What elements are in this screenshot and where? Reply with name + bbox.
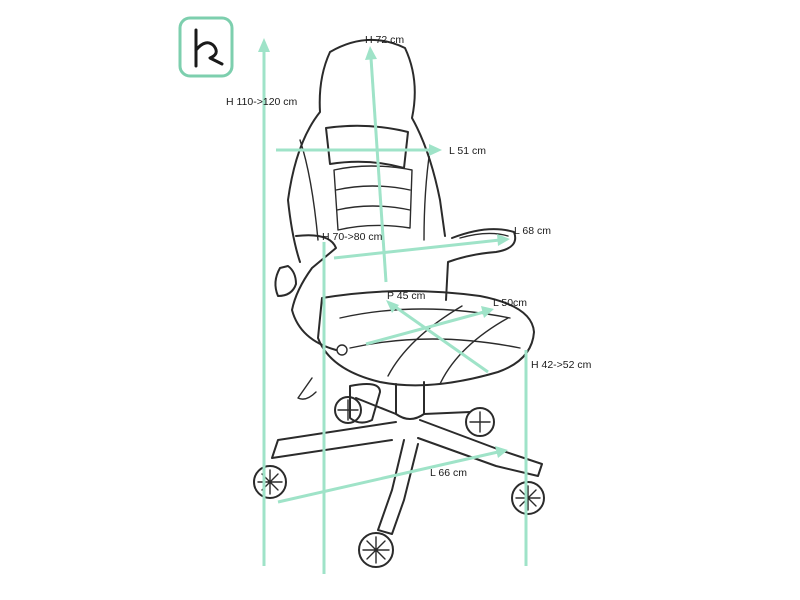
headrest-band [325,124,409,169]
label-armrest-height: H 70->80 cm [322,231,383,243]
label-seat-width: L 50cm [493,297,527,309]
backrest-height-line [365,46,388,283]
star-base [271,397,543,535]
armrest-right [445,228,517,301]
seat-cushion [317,289,535,387]
label-total-height: H 110->120 cm [226,96,298,108]
k-letter-logo-icon [194,28,224,68]
label-seat-height: H 42->52 cm [531,359,592,371]
armrest-left [291,234,337,351]
dimension-lines [258,38,528,574]
logo-frame [178,16,234,78]
seat-depth-line [386,300,489,374]
armrest-width-line [333,234,510,260]
brand-logo [178,16,234,78]
backrest-width-line [276,144,442,156]
backrest-panel [333,165,413,231]
label-backrest-height: H 72 cm [365,34,404,46]
gas-lift [395,381,425,420]
label-armrest-width: L 68 cm [514,225,551,237]
total-height-line [258,38,270,566]
caster-wheels [253,396,545,568]
base-width-line [277,446,508,504]
label-seat-depth: P 45 cm [387,290,426,302]
label-backrest-width: L 51 cm [449,145,486,157]
label-base-width: L 66 cm [430,467,467,479]
dimension-labels: H 110->120 cm H 72 cm L 51 cm H 70->80 c… [226,34,592,479]
